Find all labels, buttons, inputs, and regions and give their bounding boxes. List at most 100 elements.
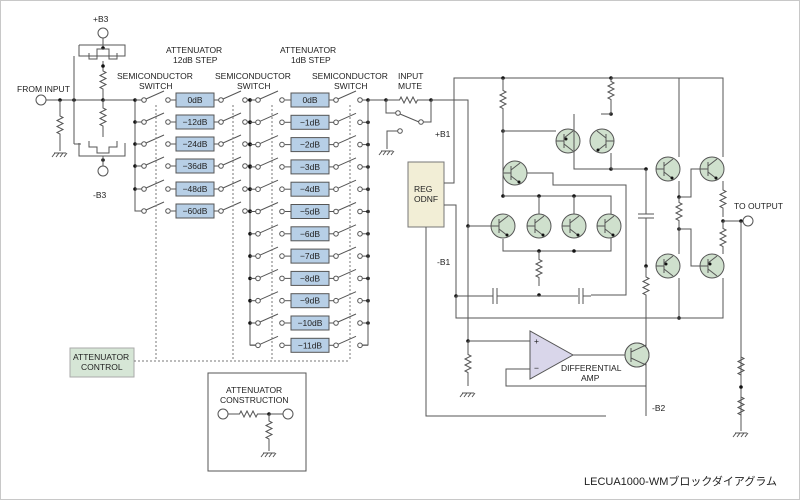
switch-contact (165, 186, 171, 192)
minus-b2-label: -B2 (652, 403, 666, 413)
switch-contact (218, 141, 224, 147)
switch-contact (279, 297, 285, 304)
att1-title-2: 1dB STEP (291, 55, 331, 65)
switch-blade (222, 90, 242, 100)
attenuator-12db-label: −24dB (183, 139, 208, 149)
wire (88, 48, 118, 60)
transistor-emitter (707, 268, 718, 277)
switch-contact (333, 320, 339, 326)
attenuator-1db-label: −8dB (300, 273, 320, 283)
emitter-resistor (534, 251, 544, 286)
feedback-resistor (736, 391, 746, 421)
switch-contact (218, 97, 224, 103)
wire (386, 130, 398, 149)
switch-contact (165, 119, 171, 125)
switch-contact (255, 208, 261, 215)
wire (611, 77, 724, 157)
transistor-collector (663, 255, 674, 264)
switch-contact (357, 253, 363, 259)
switch-contact (418, 119, 424, 125)
switch-contact (141, 119, 147, 125)
switch-blade (337, 157, 357, 167)
switch-contact (333, 275, 339, 282)
switch-contact (395, 110, 401, 116)
transistor-collector (707, 158, 718, 167)
transistor-arrow (714, 176, 718, 180)
switch-contact (333, 119, 339, 126)
wire (573, 114, 611, 170)
switch-blade (337, 291, 357, 301)
semi-switch-2-label-2: SWITCH (237, 81, 271, 91)
switch-blade (259, 135, 279, 145)
wire (431, 99, 469, 226)
transistor-arrow (517, 180, 521, 184)
semi-switch-2-label-1: SEMICONDUCTOR (215, 71, 291, 81)
junction-dot (572, 249, 576, 253)
switch-blade (259, 313, 279, 323)
wire (425, 227, 606, 417)
ground-icon (378, 150, 395, 156)
switch-contact (255, 119, 261, 126)
transistor-emitter (563, 143, 574, 152)
semi-switch-3-label-1: SEMICONDUCTOR (312, 71, 388, 81)
switch-blade (259, 291, 279, 301)
switch-contact (357, 297, 363, 304)
attenuator-1db-label: −6dB (300, 229, 320, 239)
switch-blade (259, 268, 279, 278)
capacitor-icon (492, 288, 498, 304)
switch-contact (333, 297, 339, 304)
switch-contact (357, 208, 363, 215)
input-resistor (55, 111, 65, 139)
transistor-collector (596, 130, 607, 139)
switch-contact (333, 231, 339, 237)
switch-blade (145, 90, 165, 100)
switch-contact (141, 208, 147, 214)
att-construction-label-2: CONSTRUCTION (220, 395, 288, 405)
input-mute-label-1: INPUT (398, 71, 424, 81)
diff-amp-label-2: AMP (581, 373, 600, 383)
switch-blade (222, 134, 242, 144)
transistor-arrow (670, 176, 674, 180)
transistor-collector (498, 215, 509, 224)
switch-blade (259, 224, 279, 234)
ground-icon (260, 452, 277, 458)
switch-blade (145, 112, 165, 122)
switch-blade (337, 202, 357, 211)
switch-blade (222, 112, 242, 122)
wire (385, 100, 396, 114)
switch-contact (333, 97, 339, 103)
attenuator-12db-label: −12dB (183, 117, 208, 127)
switch-contact (141, 163, 147, 169)
transistor-arrow (611, 233, 615, 237)
semi-switch-1-label-2: SWITCH (139, 81, 173, 91)
switch-contact (357, 119, 363, 126)
switch-blade (145, 201, 165, 211)
switch-blade (259, 335, 279, 345)
transistor-collector (630, 344, 647, 353)
att1-title-1: ATTENUATOR (280, 45, 336, 55)
reg-label-2: ODNF (414, 194, 438, 204)
diagram-caption: LECUA1000-WMブロックダイアグラム (584, 474, 777, 488)
att12-title-2: 12dB STEP (173, 55, 218, 65)
reg-odnf-block (407, 161, 445, 228)
transistor-collector (510, 162, 521, 171)
switch-contact (255, 342, 261, 349)
transistor-emitter (630, 357, 647, 366)
transistor-collector (569, 215, 580, 224)
switch-contact (218, 186, 224, 192)
transistor-arrow (576, 233, 580, 237)
switch-contact (333, 342, 339, 349)
plus-b3-label: +B3 (93, 14, 109, 24)
switch-contact (279, 164, 285, 170)
construction-shunt-resistor (264, 414, 274, 446)
switch-contact (165, 97, 171, 103)
mute-resistor (386, 95, 431, 105)
wire (78, 143, 126, 157)
switch-blade (145, 134, 165, 144)
switch-contact (242, 186, 248, 192)
wire (78, 44, 126, 57)
transistor-collector (604, 215, 615, 224)
switch-contact (279, 119, 285, 126)
switch-blade (259, 202, 279, 211)
switch-contact (255, 297, 261, 304)
